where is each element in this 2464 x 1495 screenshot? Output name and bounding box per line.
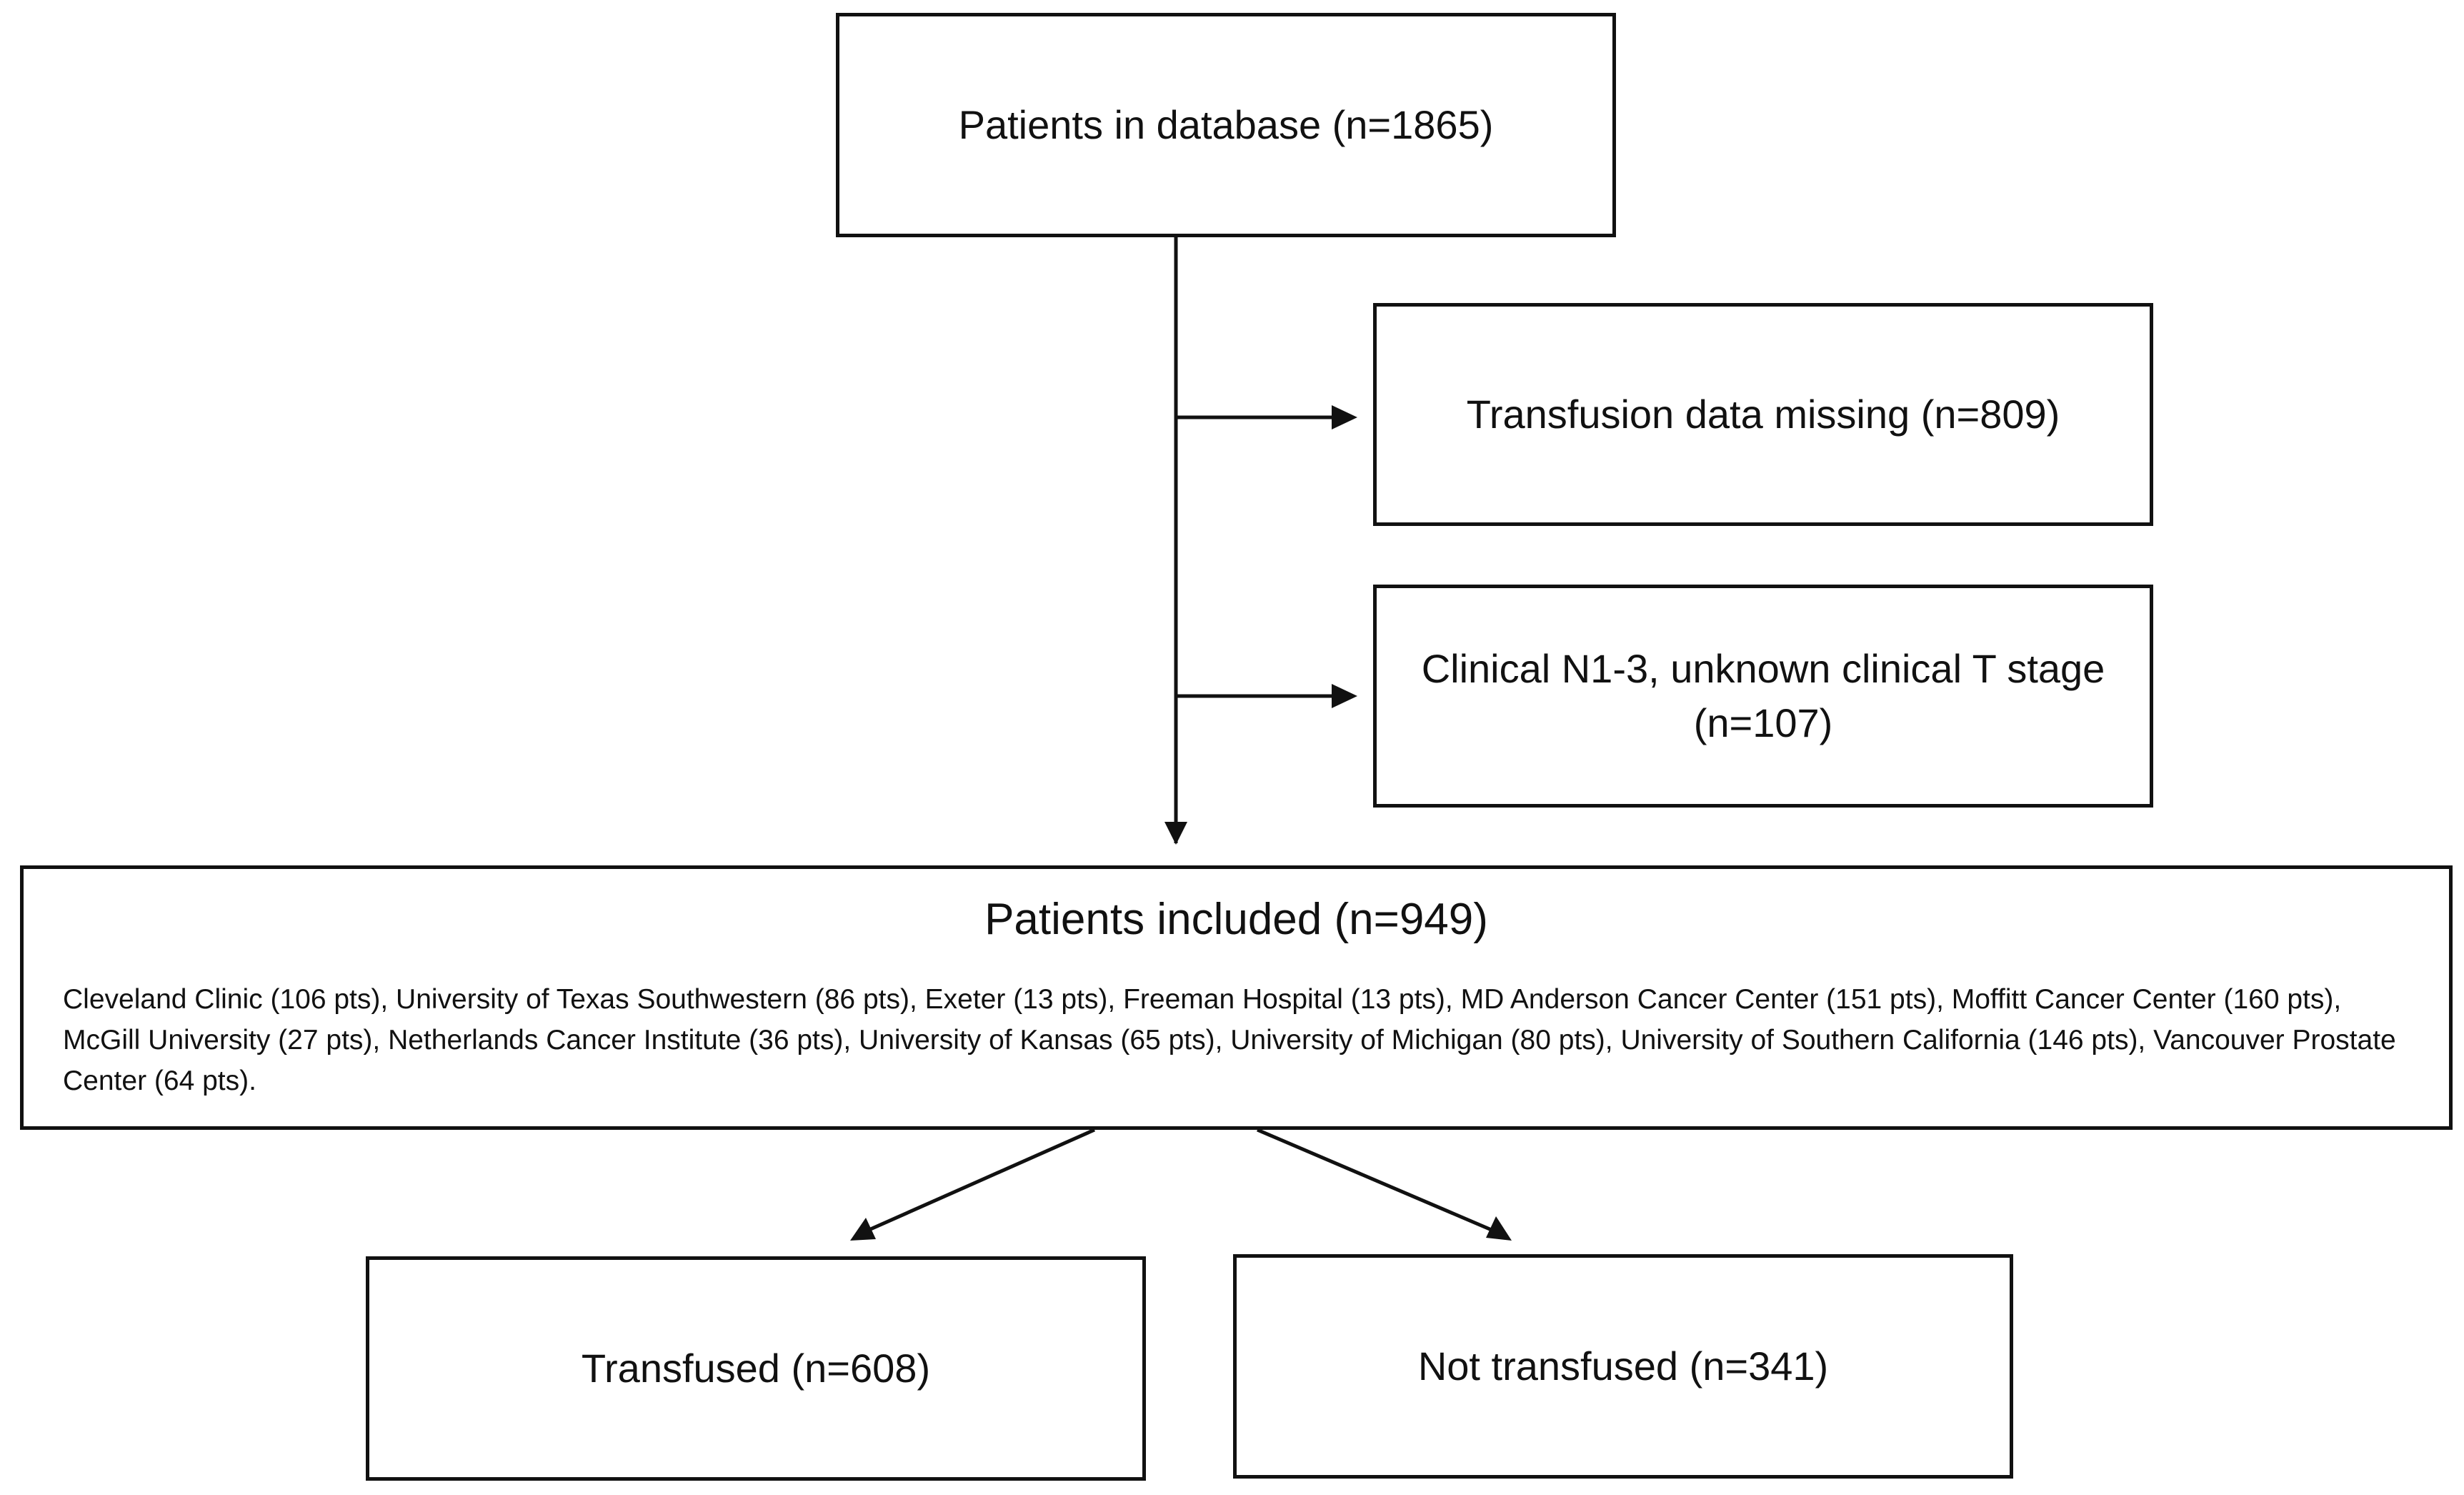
arrow-to-transfused: [866, 1128, 1096, 1233]
node-patients-in-database: Patients in database (n=1865): [836, 13, 1616, 237]
node-transfusion-data-missing: Transfusion data missing (n=809): [1373, 303, 2153, 526]
node-label: Patients included (n=949): [984, 895, 1488, 944]
node-label: Clinical N1-3, unknown clinical T stage …: [1393, 642, 2134, 750]
node-label: Transfused (n=608): [581, 1346, 931, 1391]
node-transfused: Transfused (n=608): [366, 1256, 1146, 1481]
node-label-line2: (n=107): [1693, 700, 1833, 745]
arrow-to-not-transfused: [1257, 1128, 1494, 1233]
center-list: Cleveland Clinic (106 pts), University o…: [63, 984, 2396, 1097]
arrowhead-transfused: [850, 1218, 876, 1241]
node-label: Patients in database (n=1865): [958, 102, 1494, 148]
node-label-line1: Clinical N1-3, unknown clinical T stage: [1421, 646, 2105, 692]
node-clinical-n1-3-excluded: Clinical N1-3, unknown clinical T stage …: [1373, 585, 2153, 808]
arrowhead-not-transfused: [1486, 1216, 1512, 1241]
arrowhead-missing: [1332, 405, 1357, 429]
node-patients-included: Patients included (n=949) Cleveland Clin…: [20, 865, 2453, 1130]
arrowhead-included: [1164, 822, 1187, 845]
arrowhead-excluded: [1332, 684, 1357, 708]
node-label: Not transfused (n=341): [1417, 1343, 1829, 1389]
node-not-transfused: Not transfused (n=341): [1233, 1254, 2013, 1479]
node-label: Transfusion data missing (n=809): [1466, 392, 2060, 437]
